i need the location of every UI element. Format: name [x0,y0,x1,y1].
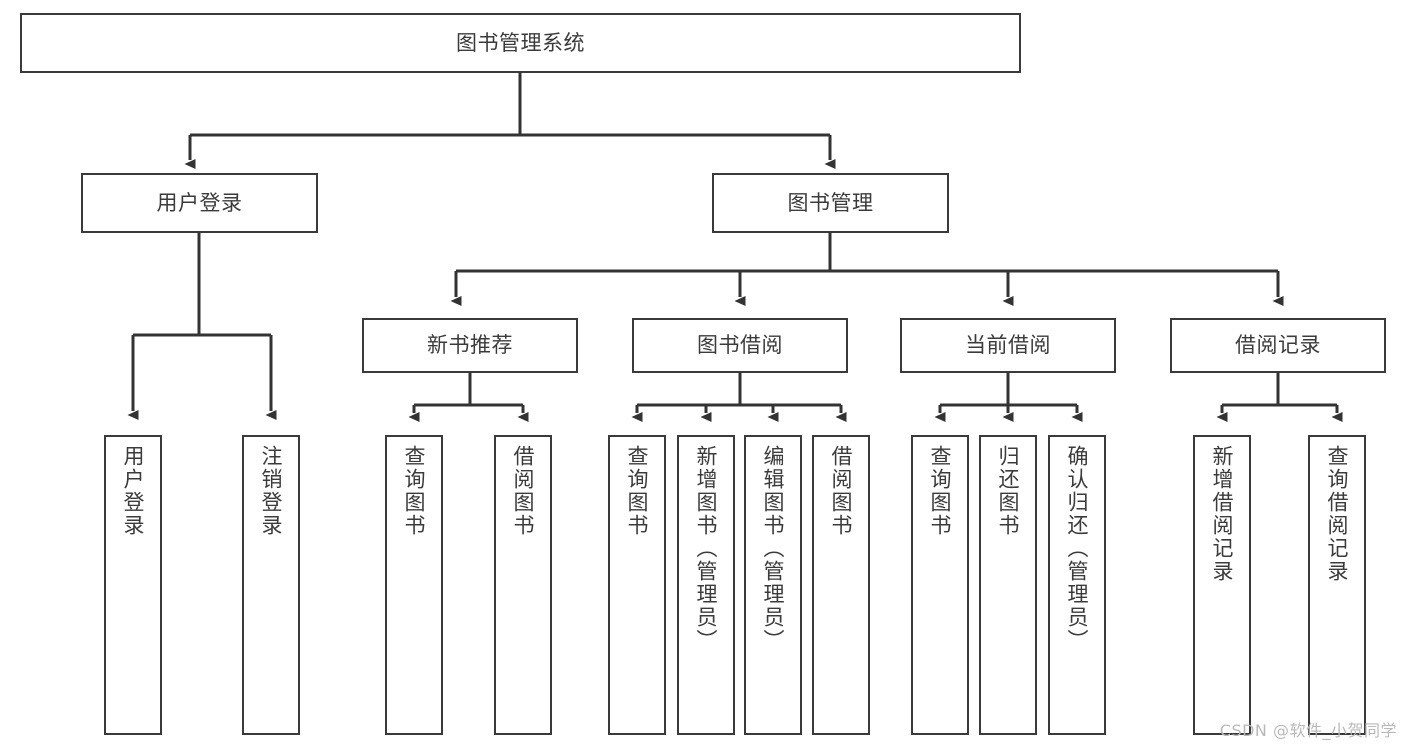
node-book-manage-label: 图书管理 [787,190,874,215]
leaf-return-book-label: 归还图书 [996,445,1021,537]
leaf-user-logout[interactable]: 注销登录 [242,435,300,735]
leaf-borrow-book-2-label: 借阅图书 [829,445,854,537]
node-user-login[interactable]: 用户登录 [81,173,318,233]
leaf-borrow-book-1[interactable]: 借阅图书 [494,435,552,735]
leaf-query-book-1[interactable]: 查询图书 [385,435,443,735]
node-book-borrow-label: 图书借阅 [697,333,783,358]
leaf-edit-book[interactable]: 编辑图书（管理员） [744,435,802,735]
node-root-label: 图书管理系统 [456,30,585,55]
leaf-add-record-label: 新增借阅记录 [1210,445,1235,583]
leaf-query-book-2-label: 查询图书 [625,445,650,537]
leaf-confirm-return[interactable]: 确认归还（管理员） [1048,435,1106,735]
node-current-borrow-label: 当前借阅 [965,333,1051,358]
leaf-add-book-label: 新增图书（管理员） [694,445,719,652]
leaf-query-record[interactable]: 查询借阅记录 [1308,435,1366,735]
leaf-edit-book-label: 编辑图书（管理员） [761,445,786,652]
leaf-query-record-label: 查询借阅记录 [1325,445,1350,583]
leaf-add-record[interactable]: 新增借阅记录 [1193,435,1251,735]
leaf-borrow-book-1-label: 借阅图书 [511,445,536,537]
leaf-confirm-return-label: 确认归还（管理员） [1065,445,1090,652]
node-book-borrow[interactable]: 图书借阅 [632,318,848,373]
node-book-manage[interactable]: 图书管理 [712,173,949,233]
leaf-return-book[interactable]: 归还图书 [979,435,1037,735]
leaf-user-login-label: 用户登录 [121,445,146,537]
leaf-borrow-book-2[interactable]: 借阅图书 [812,435,870,735]
leaf-user-logout-label: 注销登录 [259,445,284,537]
leaf-query-book-3-label: 查询图书 [928,445,953,537]
leaf-add-book[interactable]: 新增图书（管理员） [677,435,735,735]
node-current-borrow[interactable]: 当前借阅 [900,318,1116,373]
node-new-book-recommend[interactable]: 新书推荐 [362,318,578,373]
leaf-user-login[interactable]: 用户登录 [104,435,162,735]
node-borrow-record-label: 借阅记录 [1235,333,1321,358]
node-user-login-label: 用户登录 [156,190,243,215]
node-new-book-recommend-label: 新书推荐 [427,333,513,358]
leaf-query-book-3[interactable]: 查询图书 [911,435,969,735]
leaf-query-book-1-label: 查询图书 [402,445,427,537]
node-root[interactable]: 图书管理系统 [20,13,1021,73]
node-borrow-record[interactable]: 借阅记录 [1170,318,1386,373]
leaf-query-book-2[interactable]: 查询图书 [608,435,666,735]
